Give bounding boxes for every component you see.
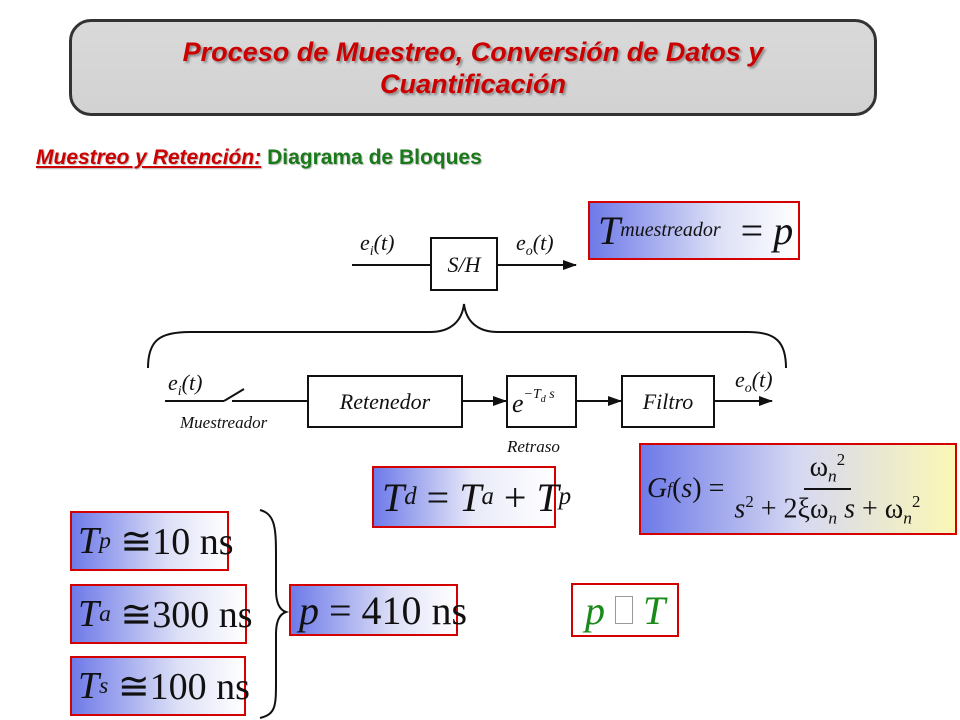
subtitle-green: Diagrama de Bloques (267, 146, 482, 169)
delay-block (506, 375, 577, 428)
subtitle-red: Muestreo y Retención: (36, 146, 262, 169)
title-line-1: Proceso de Muestreo, Conversión de Datos… (182, 36, 764, 67)
section-subtitle: Muestreo y Retención: Diagrama de Bloque… (36, 146, 482, 170)
grouping-brace (259, 509, 290, 719)
sh-block-label: S/H (448, 252, 482, 277)
bottom-output-label: eo(t) (735, 367, 773, 396)
top-input-label: ei(t) (360, 230, 394, 259)
hold-block-label: Retenedor (339, 389, 431, 414)
hold-block (307, 375, 463, 428)
top-output-label: eo(t) (516, 230, 554, 259)
bottom-input-label: ei(t) (168, 370, 202, 399)
expanded-chain: ei(t) Muestreador Retenedor e−Td s Retra… (165, 367, 773, 456)
sh-chain: S/H ei(t) eo(t) (352, 230, 577, 291)
sampler-switch (223, 388, 245, 402)
filter-block-label: Filtro (642, 389, 694, 414)
expansion-brace (147, 303, 787, 369)
delay-label: Retraso (506, 437, 560, 456)
formula-p: p = 410 ns (289, 584, 467, 636)
much-less-than-icon (615, 596, 633, 624)
title-box: Proceso de Muestreo, Conversión de Datos… (69, 19, 877, 116)
gf-fraction: ωn2 s2 + 2ξωn s + ωn2 (734, 449, 921, 528)
sampler-label: Muestreador (179, 413, 268, 432)
filter-block (621, 375, 715, 428)
title-line-2: Cuantificación (379, 68, 567, 99)
